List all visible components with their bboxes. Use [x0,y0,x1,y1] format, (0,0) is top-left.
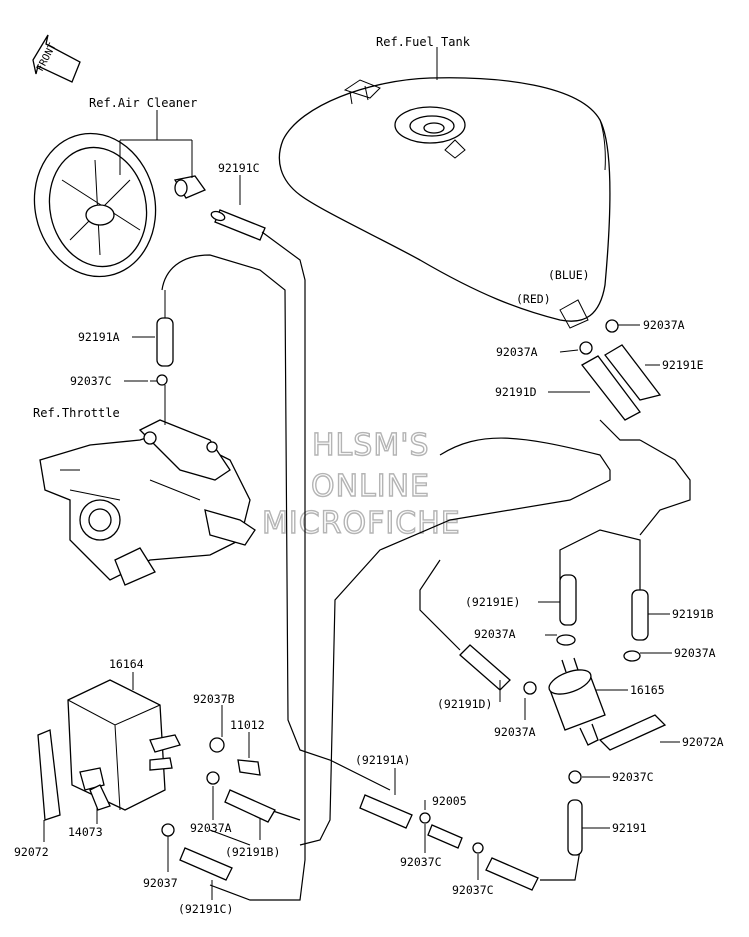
front-arrow: FRONT [32,34,81,83]
label-92037a-bottom: 92037A [190,821,232,835]
throttle-body [39,419,256,586]
label-92072a: 92072A [682,735,724,749]
label-92191e-right: 92191E [662,358,704,372]
label-92037c-right: 92037C [612,770,654,784]
label-16165: 16165 [630,683,665,697]
fitting-92005 [419,812,484,854]
label-92191b-paren: (92191B) [225,845,280,859]
bracket-92072a [598,714,667,751]
label-92191e-paren: (92191E) [465,595,520,609]
ref-fuel-tank: Ref.Fuel Tank [376,35,471,49]
fitting-14073 [79,767,111,811]
label-92037a-mid1: 92037A [474,627,516,641]
right-hoses [459,574,649,856]
tag-blue: (BLUE) [548,268,590,282]
fuel-filter [523,634,641,746]
label-92037a-mid2: 92037A [674,646,716,660]
ref-throttle: Ref.Throttle [33,406,120,420]
hose-92191a-left [156,290,174,367]
leader-lines [43,47,680,900]
lower-hoses [161,789,539,891]
label-92191d-right: 92191D [495,385,537,399]
watermark: HLSM'S ONLINE MICROFICHE [261,427,461,541]
label-92037a-mid3: 92037A [494,725,536,739]
label-92037c-bottom2: 92037C [452,883,494,897]
watermark-line1: HLSM'S [312,428,430,463]
label-92191a-paren: (92191A) [355,753,410,767]
label-92191d-paren: (92191D) [437,697,492,711]
clamp-92037b [206,737,261,785]
watermark-line3: MICROFICHE [262,506,461,541]
label-92005: 92005 [432,794,467,808]
label-92191c-top: 92191C [218,161,260,175]
label-92072: 92072 [14,845,49,859]
watermark-line2: ONLINE [311,469,430,504]
label-92037c-left: 92037C [70,374,112,388]
clip-92037c-right [568,770,582,784]
fuel-tank [278,77,611,329]
ref-air-cleaner: Ref.Air Cleaner [89,96,197,110]
label-11012: 11012 [230,718,265,732]
label-16164: 16164 [109,657,144,671]
label-14073: 14073 [68,825,103,839]
label-92037a-right1: 92037A [643,318,685,332]
label-92037c-bottom1: 92037C [400,855,442,869]
label-92037b: 92037B [193,692,235,706]
routing-lines [161,231,691,901]
label-92037a-right2: 92037A [496,345,538,359]
tag-red: (RED) [516,292,551,306]
label-92037: 92037 [143,876,178,890]
label-92191: 92191 [612,821,647,835]
hose-92191c-top [210,209,266,241]
bracket-92072 [37,729,61,821]
label-92191a-left: 92191A [78,330,120,344]
label-92191b-right: 92191B [672,607,714,621]
tank-fittings [579,319,662,421]
label-92191c-paren: (92191C) [178,902,233,916]
air-cleaner [33,132,207,278]
clip-92037c-left [150,374,168,425]
